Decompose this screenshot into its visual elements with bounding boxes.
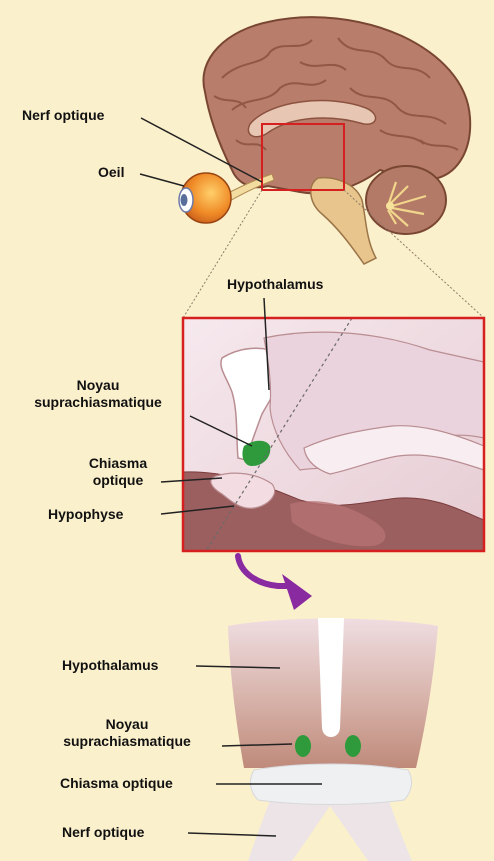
label-oeil: Oeil bbox=[98, 164, 124, 181]
brain-illustration bbox=[179, 17, 470, 264]
suprachiasmatic-nucleus-right bbox=[345, 735, 361, 757]
label-noyau-line1: Noyau bbox=[10, 377, 186, 394]
label-nerf-optique-top: Nerf optique bbox=[22, 107, 104, 124]
label-noyau-suprachiasmatique-detail: Noyau suprachiasmatique bbox=[10, 377, 186, 411]
label-hypothalamus-detail: Hypothalamus bbox=[227, 276, 323, 293]
label-noyau-suprachiasmatique-bottom: Noyau suprachiasmatique bbox=[38, 716, 216, 750]
section-arrow bbox=[238, 556, 312, 610]
suprachiasmatic-nucleus-left bbox=[295, 735, 311, 757]
eye-illustration bbox=[179, 173, 231, 223]
label-noyau-bottom-line2: suprachiasmatique bbox=[38, 733, 216, 750]
cerebellum bbox=[366, 166, 446, 234]
label-hypothalamus-bottom: Hypothalamus bbox=[62, 657, 158, 674]
label-chiasma-optique-detail: Chiasma optique bbox=[74, 455, 162, 489]
third-ventricle-section bbox=[318, 618, 344, 737]
label-chiasma-line1: Chiasma bbox=[74, 455, 162, 472]
label-chiasma-optique-bottom: Chiasma optique bbox=[60, 775, 173, 792]
label-noyau-line2: suprachiasmatique bbox=[10, 394, 186, 411]
label-hypophyse: Hypophyse bbox=[48, 506, 123, 523]
label-noyau-bottom-line1: Noyau bbox=[38, 716, 216, 733]
label-nerf-optique-bottom: Nerf optique bbox=[62, 824, 144, 841]
cross-section bbox=[228, 618, 438, 861]
label-chiasma-line2: optique bbox=[74, 472, 162, 489]
